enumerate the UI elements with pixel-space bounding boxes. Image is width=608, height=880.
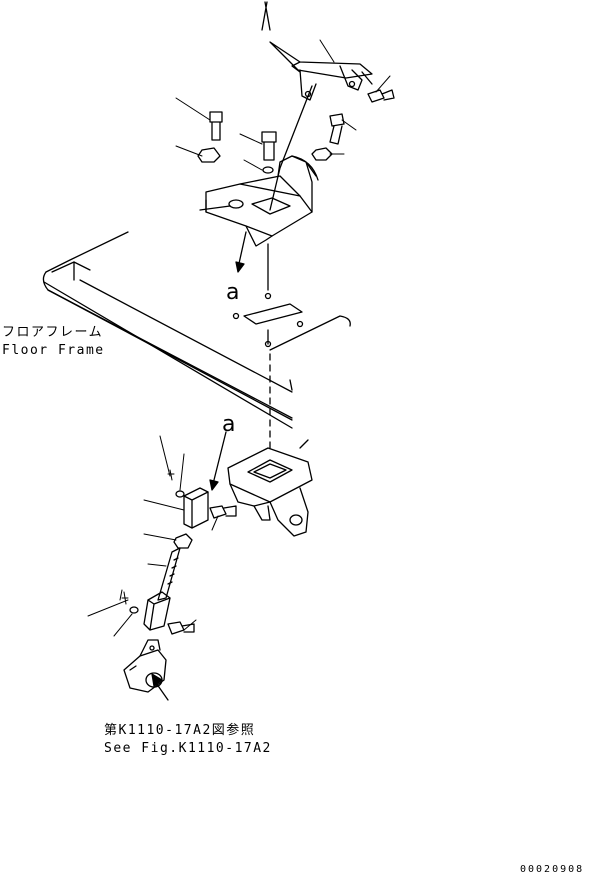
callout-leaders [151, 231, 271, 701]
floor-frame-label-en: Floor Frame [2, 343, 105, 358]
callout-lower: a [222, 412, 236, 437]
linkage-rod-assembly [123, 487, 237, 693]
see-figure-label-jp: 第K1110-17A2図参照 [104, 723, 256, 738]
floor-plate [232, 292, 304, 348]
lower-bracket [227, 439, 313, 537]
floor-frame-label-jp: フロアフレーム [2, 325, 104, 340]
pedal-lever-assembly [261, 1, 373, 211]
callout-upper: a [226, 280, 240, 305]
see-figure-label-en: See Fig.K1110-17A2 [104, 741, 272, 756]
item-leader-lines [87, 39, 391, 637]
upper-bolts-nuts [197, 89, 395, 174]
upper-bracket [199, 155, 319, 247]
floor-frame-rail [42, 231, 351, 429]
document-number: 00020908 [520, 864, 585, 875]
